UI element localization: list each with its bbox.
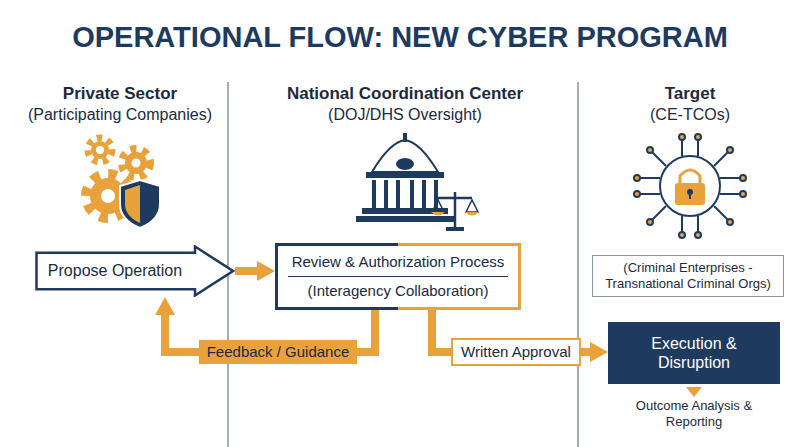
text-block: (Interagency Collaboration)	[288, 276, 508, 300]
gears-icon	[86, 138, 160, 228]
outcome-arrow	[686, 387, 702, 397]
column-divider	[577, 82, 578, 447]
text-block: Execution & Disruption	[620, 334, 768, 372]
circuit-lock-icon	[634, 134, 746, 238]
node-text: Propose Operation	[48, 261, 182, 280]
column-subheading: (Participating Companies)	[10, 105, 230, 124]
edge-label: Written Approval	[451, 338, 581, 366]
column-heading: National Coordination Center	[235, 84, 575, 104]
node-text: Execution & Disruption	[620, 334, 768, 372]
arrow-shape	[37, 247, 234, 296]
edge-label: Feedback / Guidance	[199, 340, 358, 364]
diagram-title: OPERATIONAL FLOW: NEW CYBER PROGRAM	[0, 20, 800, 55]
outcome-label: Outcome Analysis & Reporting	[619, 398, 769, 429]
column-subheading: (DOJ/DHS Oversight)	[255, 105, 555, 124]
column-heading: Private Sector	[10, 84, 230, 104]
node-text: Review & Authorization Process	[292, 253, 505, 271]
proposal-arrow: Propose Operation	[35, 245, 235, 297]
execution-box: Execution & Disruption	[608, 322, 780, 384]
flow-connector	[235, 267, 265, 275]
node-text: (Interagency Collaboration)	[308, 282, 489, 300]
text-block: Propose Operation	[48, 261, 182, 280]
review-box: Review & Authorization Process (Interagen…	[275, 243, 521, 310]
column-subheading: (CE-TCOs)	[590, 105, 790, 124]
text-block: Review & Authorization Process	[292, 253, 505, 271]
target-box: (Criminal Enterprises - Transnational Cr…	[592, 255, 784, 297]
column-heading: Target	[590, 84, 790, 104]
capitol-icon	[356, 133, 479, 231]
node-text: (Criminal Enterprises - Transnational Cr…	[601, 260, 775, 291]
column-divider	[227, 82, 228, 447]
text-block: (Criminal Enterprises - Transnational Cr…	[601, 260, 775, 291]
